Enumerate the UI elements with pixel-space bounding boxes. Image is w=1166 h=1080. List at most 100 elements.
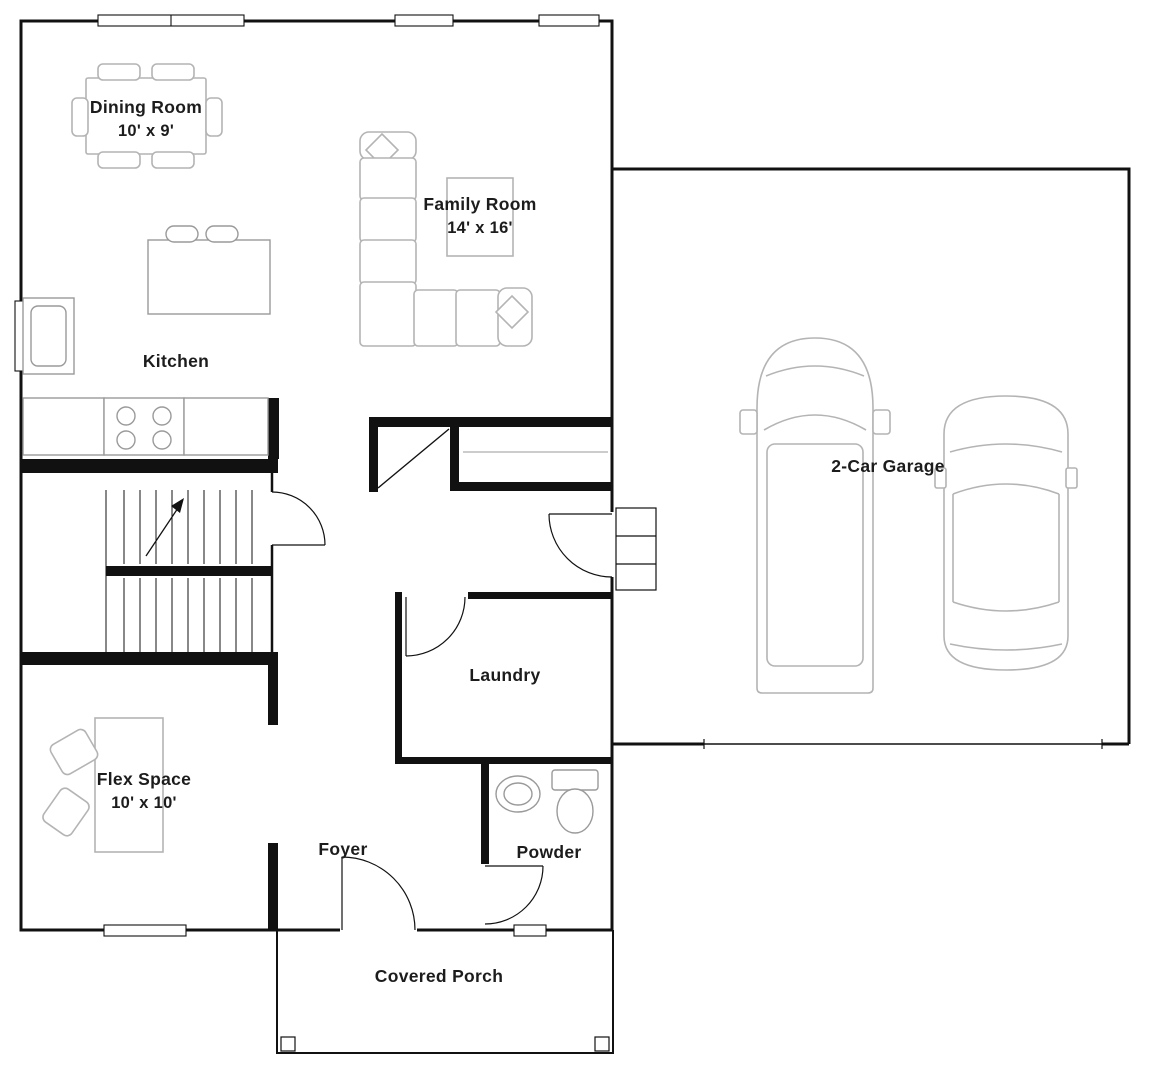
kitchen-counter-right <box>183 397 269 456</box>
room-labels: Dining Room 10' x 9' Family Room 14' x 1… <box>90 97 945 986</box>
stair-direction-arrow <box>145 498 184 557</box>
dining-chair <box>205 97 223 137</box>
kitchen-return-wall <box>268 398 279 459</box>
kitchen-stove <box>103 397 185 456</box>
laundry-bottom-wall <box>395 757 612 764</box>
stove-burner <box>152 406 172 426</box>
toilet-tank <box>551 769 599 791</box>
staircase <box>105 490 272 652</box>
porch-post-right <box>594 1036 610 1052</box>
flex-space-dims: 10' x 10' <box>111 794 177 812</box>
kitchen-fixtures <box>22 225 271 456</box>
stove-burner <box>116 406 136 426</box>
powder-sink-basin <box>503 782 533 806</box>
garage-label: 2-Car Garage <box>831 456 945 476</box>
house-outline-wall <box>19 19 614 932</box>
laundry-label: Laundry <box>469 665 540 685</box>
powder-left-wall <box>481 764 489 864</box>
laundry-top-wall <box>468 592 612 599</box>
flex-table <box>94 717 164 853</box>
family-room-dims: 14' x 16' <box>447 219 513 237</box>
under-stair-door <box>271 491 326 546</box>
kitchen-stair-wall <box>21 459 278 473</box>
stair-treads-upper <box>123 490 253 564</box>
coffee-table <box>446 177 514 257</box>
garage-entry-door <box>548 513 613 578</box>
flex-space-furniture <box>42 717 164 853</box>
van <box>739 337 891 694</box>
front-door-gap <box>340 925 417 935</box>
island-stool <box>165 225 199 243</box>
closet-angled-door <box>377 428 450 489</box>
stair-treads-lower <box>123 578 253 652</box>
windows <box>14 14 600 937</box>
powder-window <box>513 924 547 937</box>
van-mirror-left <box>739 409 758 435</box>
stove-burner <box>116 430 136 450</box>
car-mirror-left <box>934 467 947 489</box>
kitchen-counter-left <box>22 397 105 456</box>
family-room-furniture <box>359 131 533 347</box>
flex-chair <box>49 728 99 776</box>
front-door <box>341 856 416 931</box>
kitchen-sink <box>30 305 67 367</box>
garage-door-jambs <box>703 739 1103 749</box>
sofa-cushion <box>359 197 417 243</box>
closet-left-wall <box>369 417 378 492</box>
sofa-cushion <box>359 157 417 201</box>
covered-porch-label: Covered Porch <box>375 966 503 986</box>
kitchen-label: Kitchen <box>143 351 209 371</box>
flex-space-window <box>103 924 187 937</box>
laundry-left-wall <box>395 592 402 764</box>
sofa-corner <box>359 281 417 347</box>
dining-room-dims: 10' x 9' <box>118 122 174 140</box>
stove-burner <box>152 430 172 450</box>
interior-walls <box>21 398 612 930</box>
van-cabin <box>766 443 864 667</box>
closet-bottom-wall <box>459 482 612 491</box>
island-stool <box>205 225 239 243</box>
garage-vehicles <box>615 337 1078 694</box>
porch-post-left <box>280 1036 296 1052</box>
family-window-left <box>394 14 454 27</box>
powder-door <box>484 865 544 925</box>
flex-right-wall-lower <box>268 843 278 930</box>
sofa-cushion <box>455 289 501 347</box>
closet-top-wall <box>369 417 612 427</box>
dining-chair <box>97 63 141 81</box>
dining-chair <box>151 63 195 81</box>
dining-chair <box>71 97 89 137</box>
dining-chair <box>151 151 195 169</box>
sofa-pillow <box>494 294 530 330</box>
car-mirror-right <box>1065 467 1078 489</box>
garage-entry-gap <box>607 512 617 577</box>
dining-furniture <box>71 63 223 169</box>
flex-chair <box>42 787 90 837</box>
dining-chair <box>97 151 141 169</box>
exterior-walls <box>19 19 1131 932</box>
kitchen-island <box>147 239 271 315</box>
laundry-door <box>405 596 466 657</box>
flex-top-wall <box>21 652 278 665</box>
sofa-cushion <box>413 289 459 347</box>
doors <box>271 491 613 931</box>
powder-label: Powder <box>516 842 581 862</box>
family-window-right <box>538 14 600 27</box>
covered-porch <box>276 930 614 1054</box>
sofa-cushion <box>359 239 417 285</box>
porch-outline <box>276 930 614 1054</box>
family-room-label: Family Room <box>423 194 536 214</box>
door-gaps <box>340 512 617 935</box>
dining-room-label: Dining Room <box>90 97 202 117</box>
flex-right-wall-upper <box>268 665 278 725</box>
powder-fixtures <box>495 769 599 834</box>
flex-space-label: Flex Space <box>97 769 191 789</box>
toilet-bowl <box>556 788 594 834</box>
closet-divider-wall <box>450 417 459 491</box>
garage-outline-wall <box>612 167 1131 744</box>
car <box>934 395 1078 671</box>
garage-entry-steps <box>615 507 657 591</box>
stair-stringer <box>106 566 272 576</box>
